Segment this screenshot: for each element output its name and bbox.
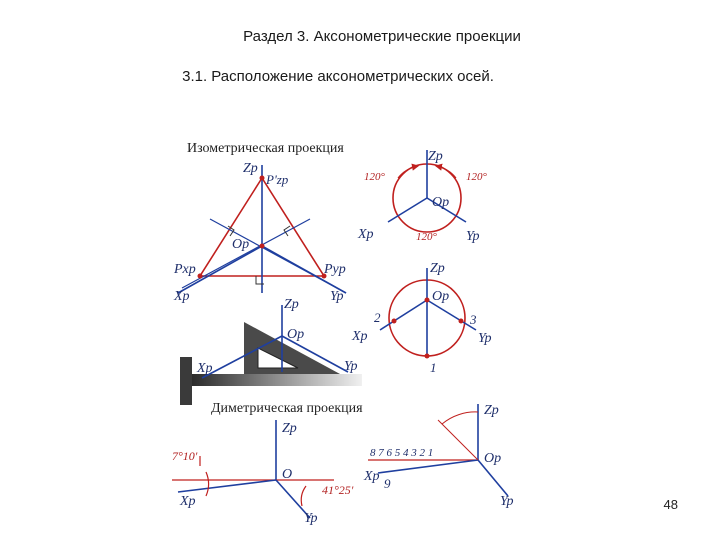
label-yp: Yp	[478, 331, 492, 346]
label-zp: Zp	[243, 161, 258, 176]
label-zp: Zp	[284, 297, 299, 312]
angle-120-bottom: 120°	[416, 231, 438, 243]
isometric-caption: Изометрическая проекция	[187, 141, 344, 156]
num-3: 3	[469, 312, 477, 327]
isometric-triangle-diagram: Zp P'zp Op Pxp Pyp Xp Yp	[173, 161, 347, 304]
label-op: Op	[232, 237, 249, 252]
label-pzp: P'zp	[265, 172, 289, 187]
label-zp: Zp	[428, 149, 443, 164]
label-pyp: Pyp	[323, 262, 346, 277]
label-zp: Zp	[430, 261, 445, 276]
label-op: Op	[432, 289, 449, 304]
angle-120-left: 120°	[364, 171, 386, 183]
label-yp: Yp	[500, 494, 514, 509]
label-op: Op	[432, 195, 449, 210]
label-xp: Xp	[363, 469, 380, 484]
label-zp: Zp	[484, 403, 499, 418]
page-number: 48	[663, 497, 678, 512]
label-xp: Xp	[351, 329, 368, 344]
subsection-heading: 3.1. Расположение аксонометрических осей…	[182, 68, 494, 85]
division-circle-diagram: Zp Op Xp Yp 2 3 1	[351, 261, 492, 375]
angle-120-right: 120°	[466, 171, 488, 183]
x-axis	[177, 245, 263, 294]
isometric-circle-diagram: Zp Op Xp Yp 120° 120° 120°	[357, 149, 488, 244]
angle-7-10: 7°10'	[172, 449, 198, 463]
label-yp: Yp	[466, 229, 480, 244]
label-yp: Yp	[330, 289, 344, 304]
bisector-2	[181, 218, 311, 289]
label-o: O	[282, 467, 292, 482]
section-heading: Раздел 3. Аксонометрические проекции	[243, 28, 521, 45]
label-zp: Zp	[282, 421, 297, 436]
label-yp: Yp	[304, 511, 318, 526]
num-1: 1	[430, 360, 437, 375]
drafting-tools-diagram: Zp Op Xp Yp	[180, 297, 362, 405]
label-op: Op	[484, 451, 501, 466]
bisector-1	[209, 218, 347, 294]
label-yp: Yp	[344, 359, 358, 374]
label-op: Op	[287, 327, 304, 342]
num-2: 2	[374, 310, 381, 325]
label-xp: Xp	[196, 361, 213, 376]
label-xp: Xp	[179, 494, 196, 509]
label-xp: Xp	[357, 227, 374, 242]
label-xp: Xp	[173, 289, 190, 304]
scale-marks: 8 7 6 5 4 3 2 1	[370, 447, 433, 459]
angle-41-25: 41°25'	[322, 483, 354, 497]
dimetric-angles-diagram: Zp O Xp Yp 7°10' 41°25'	[172, 420, 354, 526]
num-9: 9	[384, 476, 391, 491]
dimetric-caption: Диметрическая проекция	[211, 401, 363, 416]
dimetric-scale-diagram: Zp Op Xp Yp 9 8 7 6 5 4 3 2 1	[363, 403, 514, 509]
label-pxp: Pxp	[173, 262, 196, 277]
